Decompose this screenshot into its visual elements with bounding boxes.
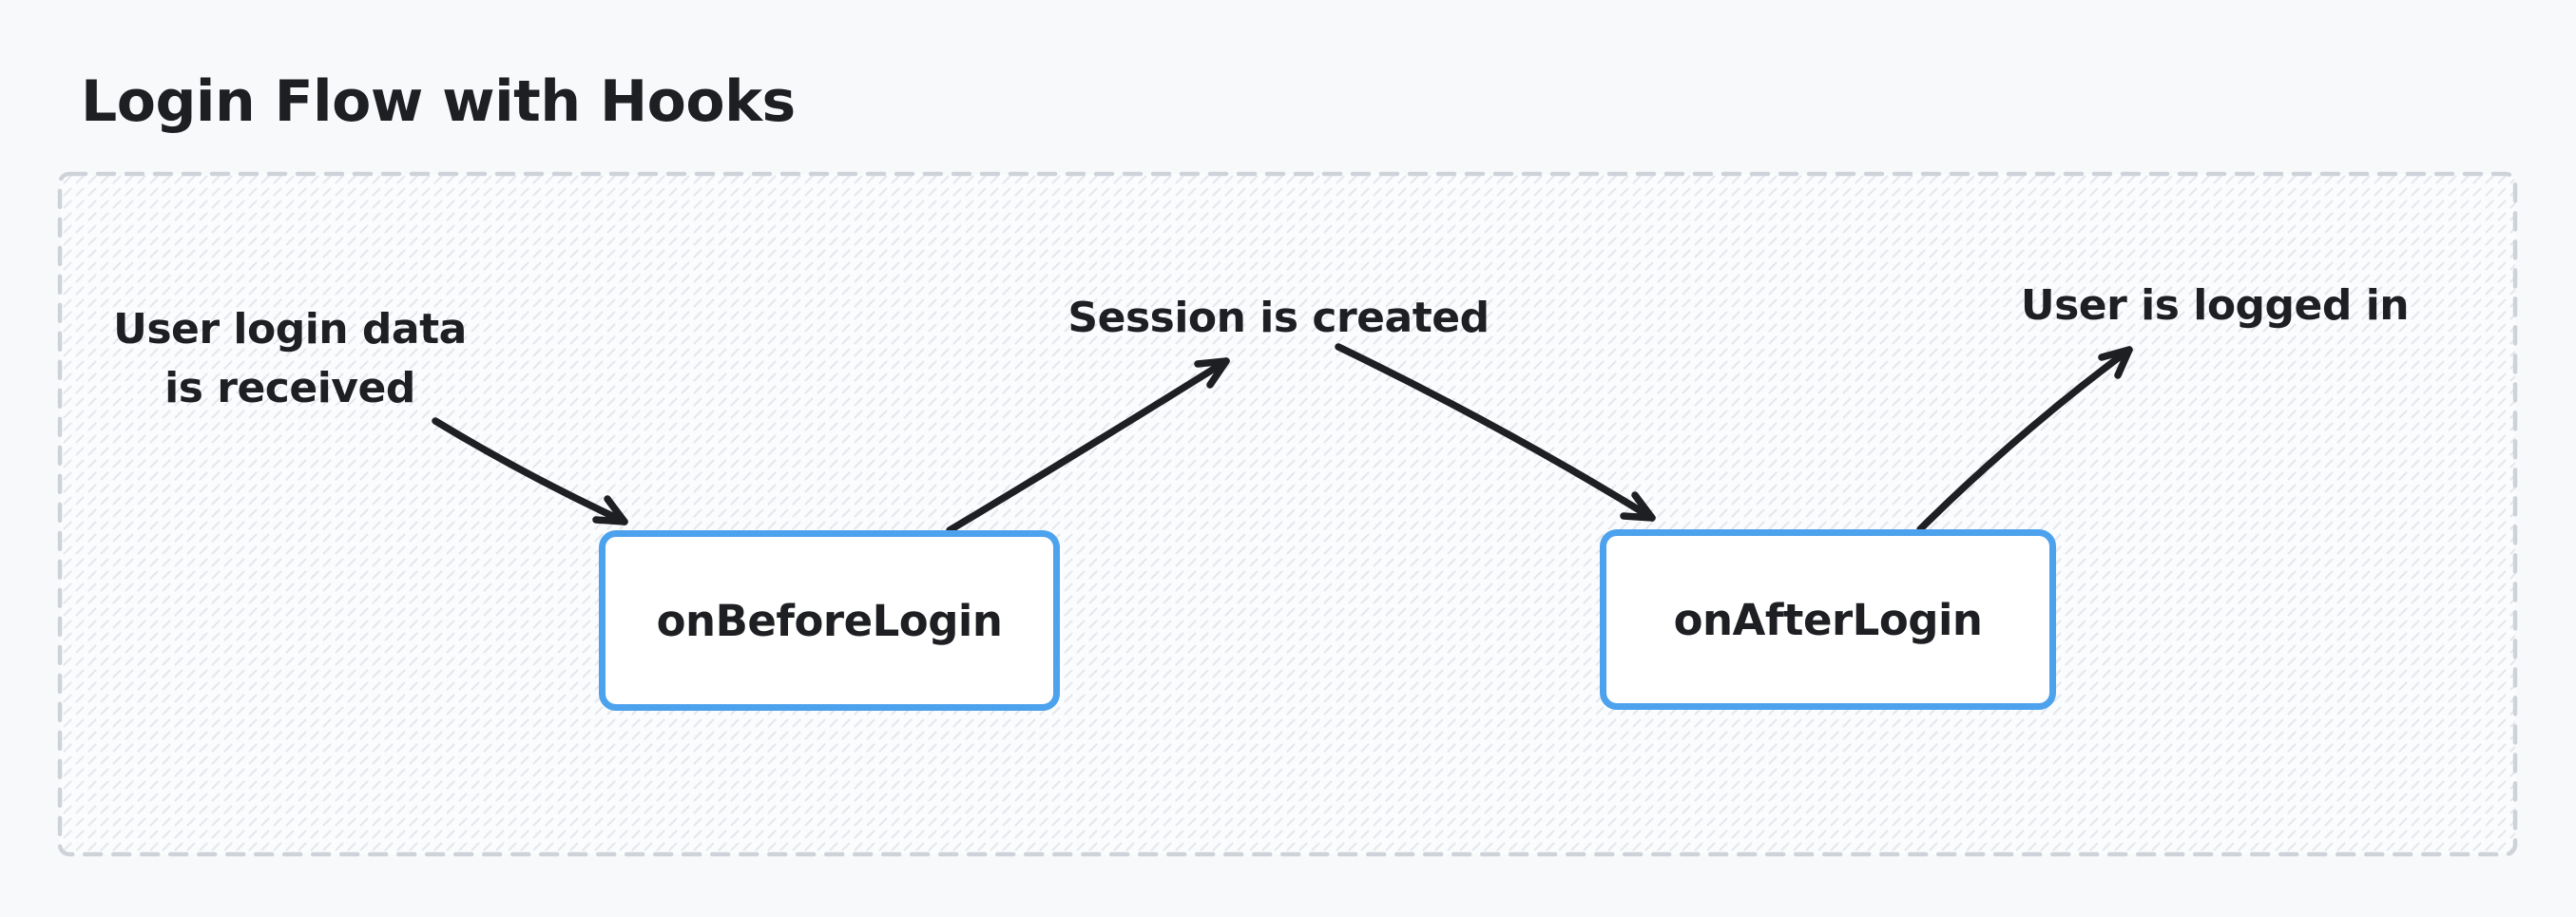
node-onafterlogin: onAfterLogin <box>1600 529 2056 710</box>
container-dashed-border <box>57 171 2518 857</box>
arrowhead-icon <box>1620 491 1656 522</box>
arrows-layer <box>432 343 2133 534</box>
arrow-onbeforelogin-to-session <box>946 357 1230 534</box>
arrowhead-icon <box>1194 357 1230 389</box>
annotation-line: User is logged in <box>2020 281 2410 330</box>
annotation-line: Session is created <box>1067 294 1490 342</box>
arrowhead-icon <box>2098 346 2133 379</box>
arrow-shaft <box>946 357 1230 534</box>
arrow-session-to-onafterlogin <box>1335 343 1656 522</box>
arrowhead-icon <box>592 495 628 525</box>
node-label: onBeforeLogin <box>656 595 1003 646</box>
annotation-line: User login data <box>113 305 467 353</box>
arrow-shaft <box>1916 346 2133 533</box>
annotation-line: is received <box>164 364 415 412</box>
annotation-session-created: Session is created <box>984 289 1573 348</box>
arrow-onafterlogin-to-loggedin <box>1916 346 2133 533</box>
node-onbeforelogin: onBeforeLogin <box>599 530 1060 711</box>
arrow-received-to-onbeforelogin <box>432 417 628 525</box>
annotation-user-login-data: User login data is received <box>0 300 580 418</box>
node-label: onAfterLogin <box>1673 594 1983 645</box>
annotation-user-logged-in: User is logged in <box>1920 277 2509 335</box>
diagram-title: Login Flow with Hooks <box>81 68 796 135</box>
arrow-shaft <box>432 417 628 525</box>
arrow-shaft <box>1335 343 1656 522</box>
